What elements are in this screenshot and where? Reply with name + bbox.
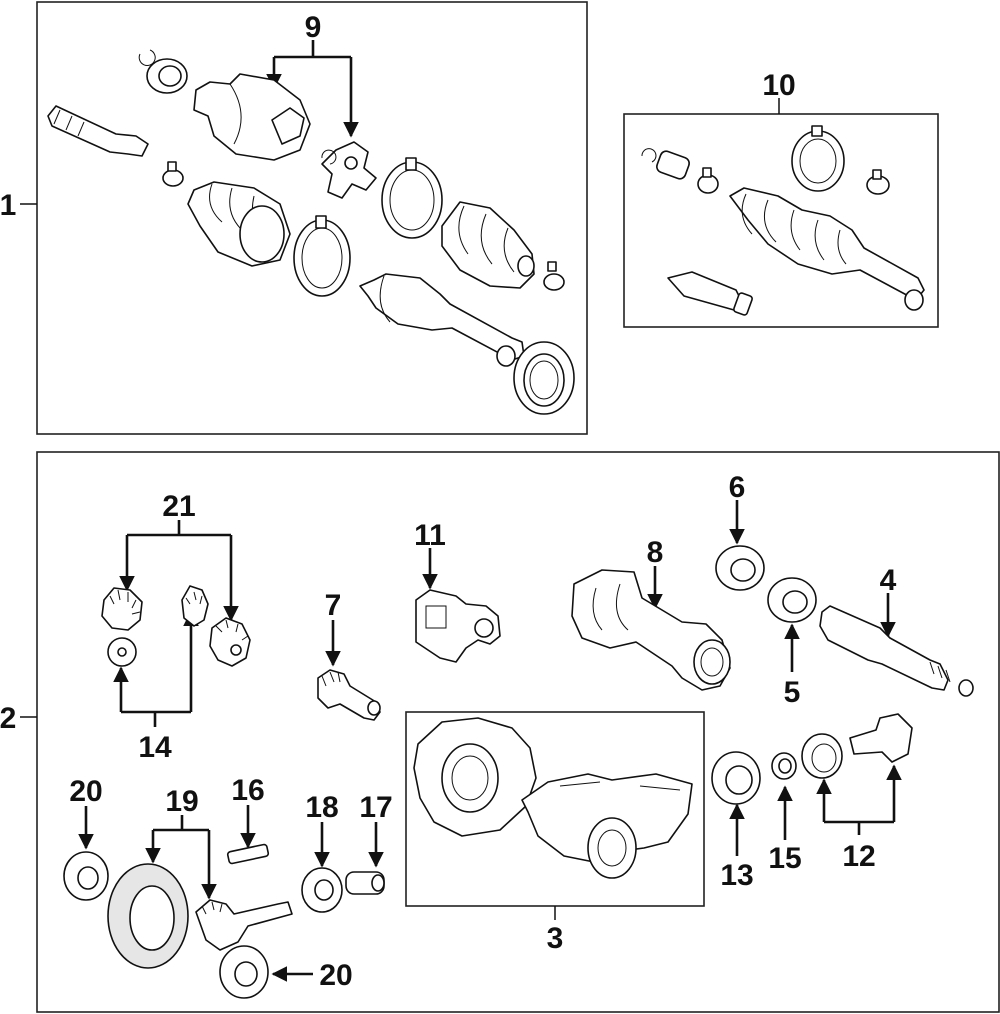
boot-kit-frame xyxy=(623,113,939,328)
differential-carrier-icon xyxy=(413,717,693,879)
callout-1: 1 xyxy=(0,189,16,222)
callout-13: 13 xyxy=(720,859,753,892)
differential-icon xyxy=(63,545,974,999)
boot-kit-icon xyxy=(641,125,925,316)
callout-9: 9 xyxy=(305,11,322,44)
callout-17: 17 xyxy=(359,791,392,824)
callout-19: 19 xyxy=(165,785,198,818)
callout-2: 2 xyxy=(0,702,16,735)
callout-18: 18 xyxy=(305,791,338,824)
callout-15: 15 xyxy=(768,842,801,875)
callout-4: 4 xyxy=(880,564,897,597)
callout-labels: 1 2 3 4 5 6 7 8 9 10 11 12 13 14 15 16 1… xyxy=(0,11,897,992)
callout-21: 21 xyxy=(162,490,195,523)
callout-8: 8 xyxy=(647,536,664,569)
front-axle-shaft-icon xyxy=(47,49,575,415)
callout-20-top: 20 xyxy=(69,775,102,808)
callout-3: 3 xyxy=(547,922,564,955)
ring-gear-pinion-icon xyxy=(107,863,293,969)
callout-20-bottom: 20 xyxy=(319,959,352,992)
callout-11: 11 xyxy=(414,519,446,552)
callout-12: 12 xyxy=(842,840,875,873)
callout-5: 5 xyxy=(784,676,801,709)
callout-14: 14 xyxy=(138,731,172,764)
callout-16: 16 xyxy=(231,774,264,807)
differential-group-frame xyxy=(36,451,1000,1013)
callout-10: 10 xyxy=(762,69,795,102)
axle-group-frame xyxy=(36,1,588,435)
callout-6: 6 xyxy=(729,471,746,504)
leader-lines xyxy=(20,40,902,982)
callout-7: 7 xyxy=(325,589,342,622)
